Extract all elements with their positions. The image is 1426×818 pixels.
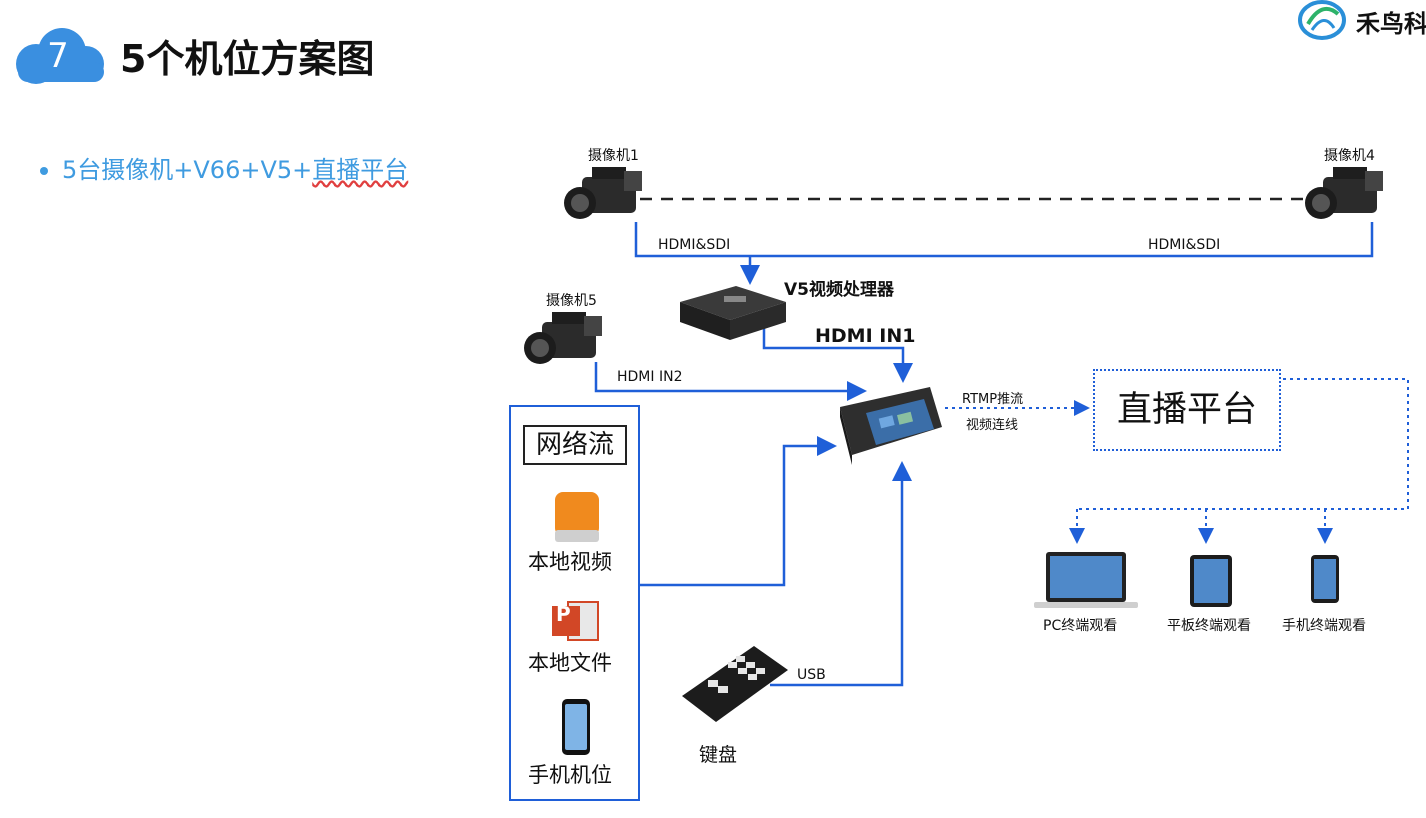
camera5-icon	[524, 312, 602, 364]
ppt-letter: P	[556, 602, 571, 626]
keyboard-icon	[682, 646, 788, 722]
local-video-label: 本地视频	[528, 550, 612, 574]
logo-icon	[1298, 0, 1346, 40]
local-file-label: 本地文件	[528, 651, 612, 675]
page-title: 5个机位方案图	[120, 37, 375, 81]
phone-position-label: 手机机位	[528, 763, 612, 787]
live-platform-box: 直播平台	[1093, 369, 1281, 451]
v5-processor-icon	[680, 286, 786, 340]
cloud-icon	[16, 28, 104, 84]
network-stream-box	[509, 405, 640, 801]
video-link-label: 视频连线	[966, 418, 1019, 433]
tablet-icon	[1190, 555, 1232, 607]
hdmi-in1-label: HDMI IN1	[815, 325, 916, 347]
phone-view-label: 手机终端观看	[1282, 618, 1366, 634]
section-number: 7	[47, 36, 69, 76]
bullet-text: 5台摄像机+V66+V5+	[62, 156, 313, 184]
mobile-icon	[1311, 555, 1339, 603]
bullet-underlined-text: 直播平台	[312, 156, 409, 184]
camera1-label: 摄像机1	[588, 148, 639, 164]
v66-switcher-icon	[840, 387, 942, 465]
pc-view-label: PC终端观看	[1043, 618, 1118, 634]
camera4-label: 摄像机4	[1324, 148, 1375, 164]
logo-text: 禾鸟科	[1356, 9, 1426, 38]
bullet-item: 5台摄像机+V66+V5+直播平台	[40, 150, 408, 185]
tablet-view-label: 平板终端观看	[1167, 618, 1251, 634]
laptop-icon	[1034, 552, 1138, 608]
link-cam4-label: HDMI&SDI	[1148, 237, 1221, 253]
v5-label: V5视频处理器	[784, 280, 894, 300]
link-cam1-label: HDMI&SDI	[658, 237, 731, 253]
camera4-icon	[1305, 167, 1383, 219]
hdmi-in2-label: HDMI IN2	[617, 369, 683, 385]
rtmp-push-label: RTMP推流	[962, 392, 1024, 407]
powerpoint-icon	[552, 601, 599, 641]
camera5-label: 摄像机5	[546, 293, 597, 309]
bullet-dot	[40, 167, 48, 175]
network-stream-title: 网络流	[523, 425, 627, 465]
phone-icon	[562, 699, 590, 755]
keyboard-label: 键盘	[699, 744, 738, 766]
usb-label: USB	[797, 667, 826, 683]
local-video-drive-icon	[555, 492, 599, 542]
camera1-icon	[564, 167, 642, 219]
